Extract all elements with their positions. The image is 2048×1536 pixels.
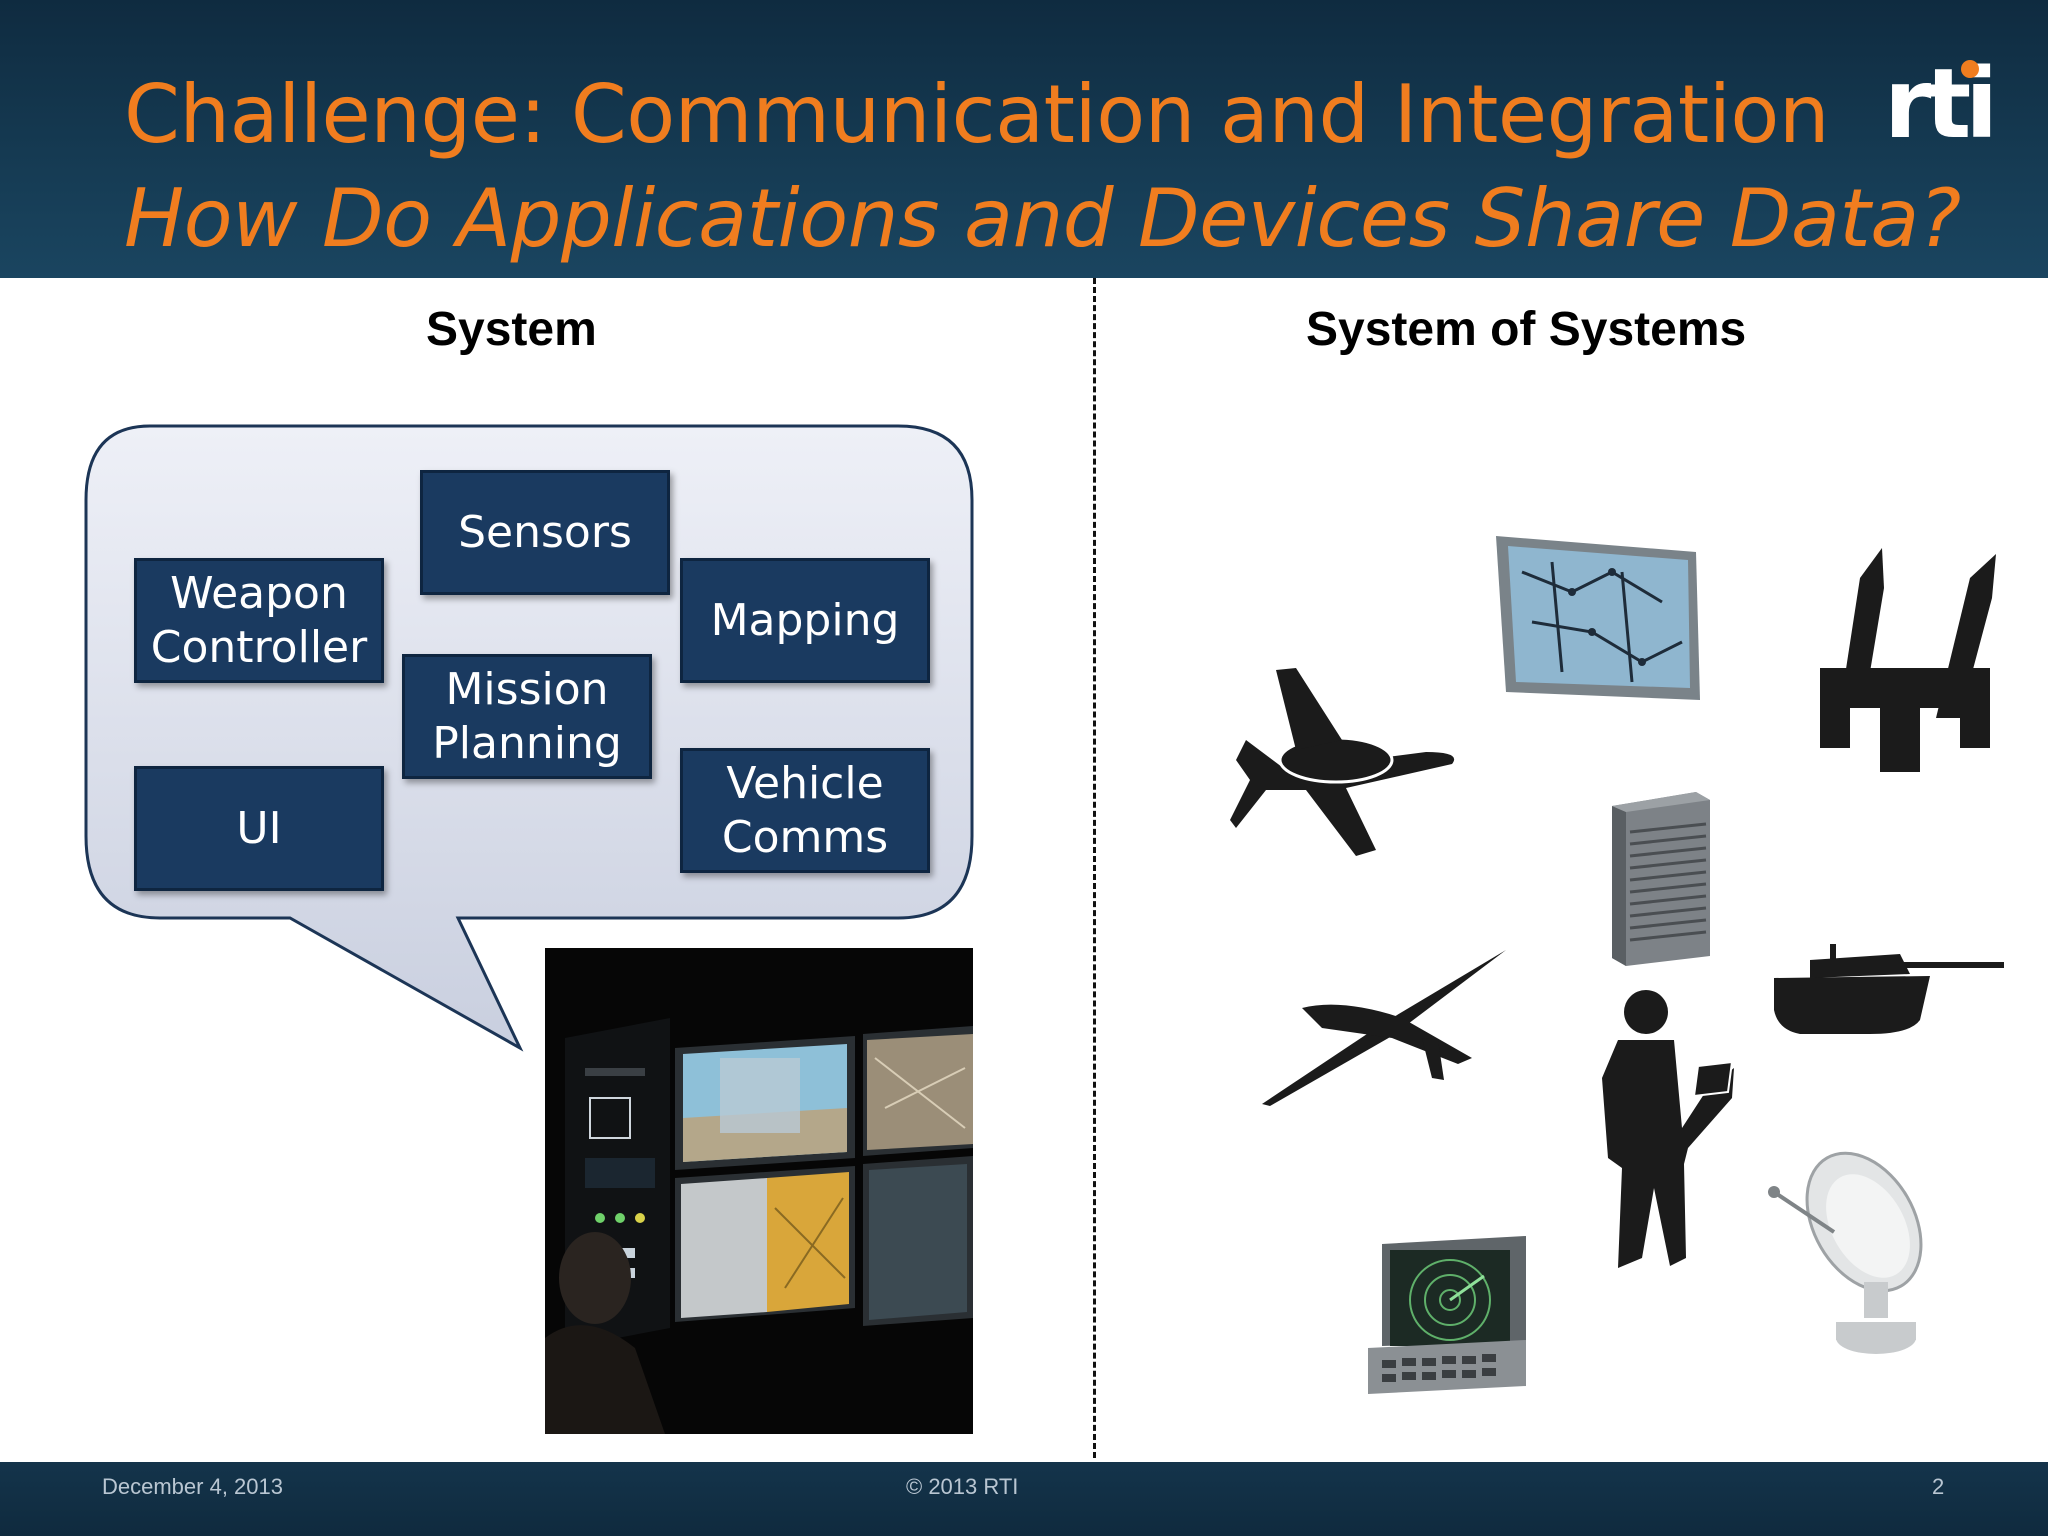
slide-footer bbox=[0, 1462, 2048, 1536]
module-vehicle-comms: Vehicle Comms bbox=[680, 748, 930, 873]
footer-date: December 4, 2013 bbox=[102, 1474, 283, 1499]
map-display-icon bbox=[1492, 532, 1704, 704]
slide-title: Challenge: Communication and Integration bbox=[124, 68, 1830, 161]
footer-page-number: 2 bbox=[1932, 1474, 1945, 1499]
module-ui-label: UI bbox=[236, 802, 282, 854]
module-sensors: Sensors bbox=[420, 470, 670, 595]
module-weapon-label-2: Controller bbox=[150, 621, 368, 673]
module-mission-label-1: Mission bbox=[445, 663, 609, 715]
module-mission-planning: Mission Planning bbox=[402, 654, 652, 779]
aircraft-icon bbox=[1226, 660, 1462, 860]
section-divider bbox=[1093, 278, 1096, 1458]
system-of-systems-heading: System of Systems bbox=[1306, 303, 1747, 356]
module-ui: UI bbox=[134, 766, 384, 891]
module-mission-label-2: Planning bbox=[432, 717, 622, 769]
rti-logo: rti bbox=[1884, 48, 1998, 160]
control-station-photo bbox=[545, 948, 973, 1434]
module-sensors-label: Sensors bbox=[458, 506, 632, 558]
module-mapping-label: Mapping bbox=[710, 594, 900, 646]
footer-copyright: © 2013 RTI bbox=[906, 1474, 1019, 1499]
module-weapon-label-1: Weapon bbox=[170, 567, 348, 619]
soldier-icon bbox=[1598, 988, 1734, 1272]
module-vehicle-label-1: Vehicle bbox=[726, 757, 884, 809]
satellite-dish-icon bbox=[1764, 1142, 1938, 1356]
tank-icon bbox=[1770, 930, 2006, 1038]
slide-subtitle: How Do Applications and Devices Share Da… bbox=[124, 172, 1961, 265]
control-station-illustration bbox=[545, 948, 973, 1434]
drone-icon bbox=[1262, 948, 1508, 1108]
missile-launcher-icon bbox=[1800, 548, 2006, 772]
radar-console-icon bbox=[1362, 1236, 1526, 1394]
server-icon bbox=[1606, 792, 1712, 966]
logo-dot bbox=[1961, 60, 1979, 78]
module-vehicle-label-2: Comms bbox=[721, 811, 889, 863]
system-heading: System bbox=[426, 303, 597, 356]
slide-header bbox=[0, 0, 2048, 278]
module-weapon-controller: Weapon Controller bbox=[134, 558, 384, 683]
module-mapping: Mapping bbox=[680, 558, 930, 683]
